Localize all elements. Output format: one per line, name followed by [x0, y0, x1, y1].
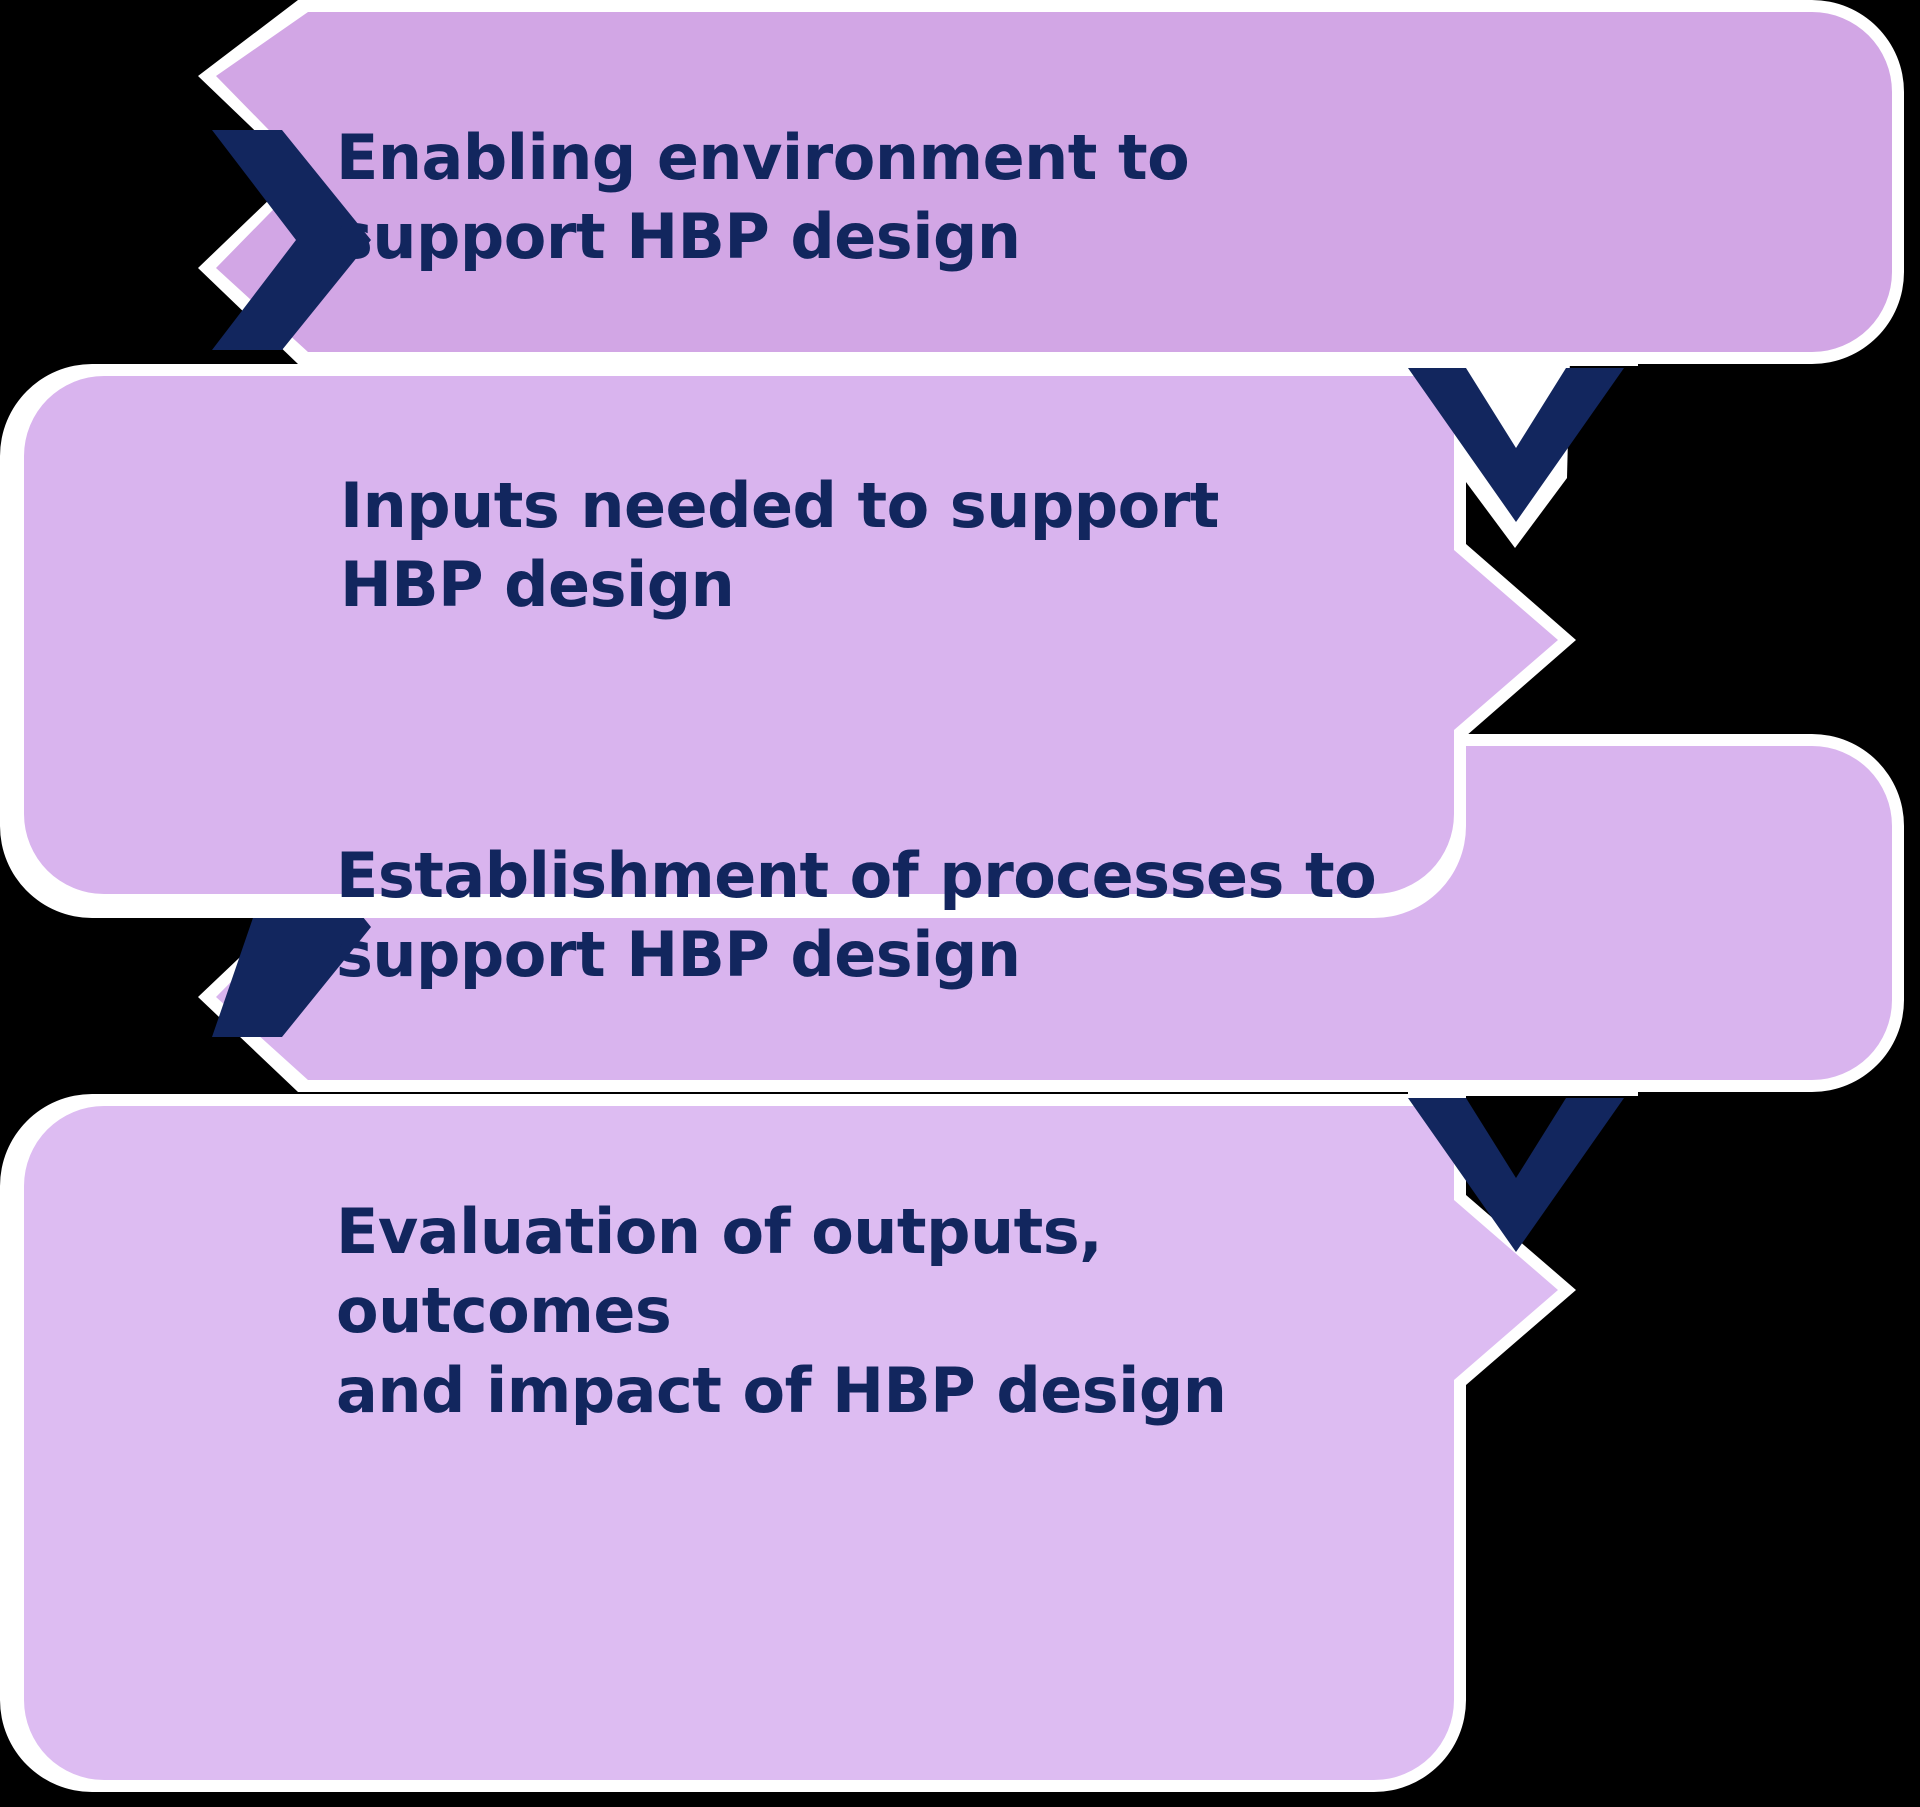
connector-3-4: [1408, 1098, 1624, 1252]
chevron-down-icon-3: [1408, 1098, 1624, 1252]
chevron-right-icon-3: [212, 817, 371, 1037]
band-4-shape[interactable]: [24, 1106, 1558, 1780]
band-2-shape[interactable]: [24, 376, 1558, 894]
separator-3-4: [1408, 1080, 1638, 1096]
connector-1-2: [1408, 358, 1624, 548]
chevron-right-icon-1: [212, 130, 371, 350]
separator-1-2: [1408, 352, 1638, 366]
band-2-group[interactable]: [0, 364, 1576, 918]
band-4-group[interactable]: [0, 1094, 1576, 1792]
chevron-down-icon-1-fill: [1408, 368, 1624, 522]
band-1-shape[interactable]: [216, 12, 1892, 352]
band-separators: [1408, 352, 1638, 1096]
band-1-group[interactable]: [198, 0, 1904, 364]
